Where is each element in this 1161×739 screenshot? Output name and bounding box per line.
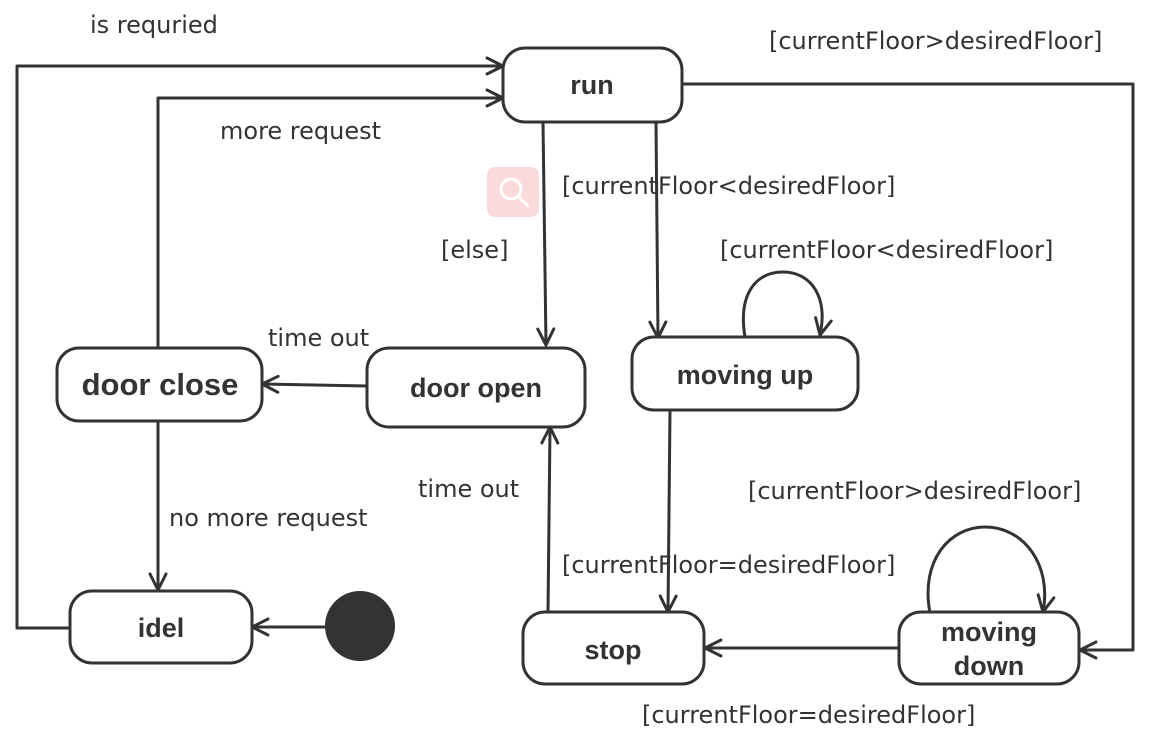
state-moving-up-label: moving up [677, 360, 814, 390]
state-door-close-label: door close [82, 367, 239, 402]
edge-stop-to-door-open [540, 425, 560, 614]
state-stop-label: stop [585, 635, 642, 665]
label-time-out-stop: time out [418, 475, 519, 503]
state-run-label: run [570, 70, 614, 100]
guard-run-to-moving-up: [currentFloor<desiredFloor] [562, 172, 895, 200]
state-moving-down-label-line1: moving [941, 617, 1037, 647]
edge-moving-up-to-stop [658, 408, 678, 614]
label-is-required: is requried [90, 11, 218, 39]
state-stop: stop [521, 610, 706, 686]
edge-run-to-moving-up [648, 120, 668, 340]
label-else: [else] [441, 236, 508, 264]
guard-run-to-moving-down: [currentFloor>desiredFloor] [769, 27, 1102, 55]
state-idel-label: idel [138, 613, 185, 643]
edge-moving-down-self [926, 525, 1056, 615]
guard-moving-down-self: [currentFloor>desiredFloor] [748, 477, 1081, 505]
edge-run-to-door-open [536, 120, 556, 347]
state-door-open-label: door open [410, 373, 542, 403]
edge-door-open-to-door-close [260, 374, 369, 394]
state-moving-up: moving up [630, 335, 860, 412]
guard-moving-down-to-stop: [currentFloor=desiredFloor] [642, 701, 975, 729]
edge-run-to-moving-down [680, 82, 1135, 660]
guard-moving-up-to-stop: [currentFloor=desiredFloor] [562, 551, 895, 579]
state-run: run [501, 46, 684, 124]
state-moving-down-label-line2: down [954, 651, 1024, 681]
initial-state-dot [325, 591, 395, 661]
edge-door-close-to-run [156, 88, 505, 350]
state-door-close: door close [55, 346, 264, 423]
state-idel: idel [68, 589, 254, 665]
label-more-request: more request [220, 117, 381, 145]
state-moving-down: moving down [897, 610, 1081, 686]
magnifier-icon [487, 167, 539, 217]
edge-moving-up-self [742, 270, 833, 339]
state-door-open: door open [365, 346, 587, 429]
edge-idel-to-run [15, 56, 505, 630]
label-no-more-request: no more request [169, 504, 368, 532]
guard-moving-up-self: [currentFloor<desiredFloor] [720, 236, 1053, 264]
label-time-out-door-open: time out [268, 324, 369, 352]
